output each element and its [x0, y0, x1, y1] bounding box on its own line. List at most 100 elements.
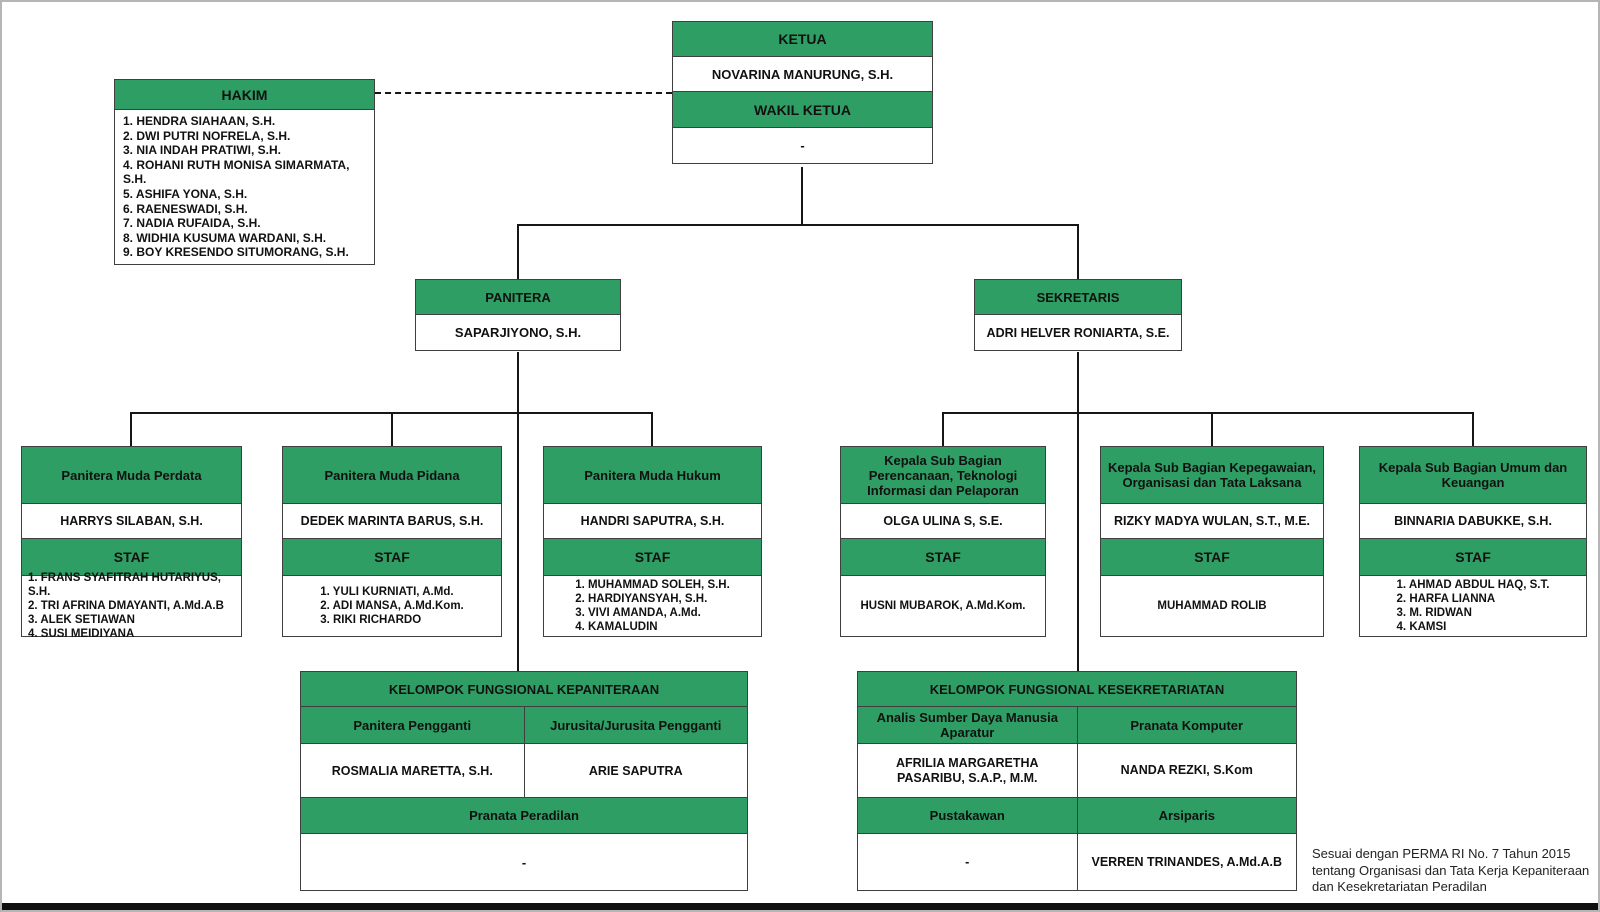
staff-list: HUSNI MUBAROK, A.Md.Kom.	[860, 599, 1025, 613]
staff-list: 1. YULI KURNIATI, A.Md. 2. ADI MANSA, A.M…	[320, 585, 464, 627]
arsiparis-title: Arsiparis	[1158, 808, 1215, 823]
staf-label: STAF	[840, 538, 1046, 576]
list-item: 2. TRI AFRINA DMAYANTI, A.Md.A.B	[28, 600, 224, 612]
staff-list: 1. FRANS SYAFITRAH HUTARIYUS, S.H. 2. TRI…	[28, 571, 235, 641]
group-name-row: ROSMALIA MARETTA, S.H. ARIE SAPUTRA	[300, 743, 748, 798]
unit-head-name: HARRYS SILABAN, S.H.	[21, 503, 242, 539]
unit-title: Panitera Muda Pidana	[282, 446, 502, 504]
unit-kepegawaian-box: Kepala Sub Bagian Kepegawaian, Organisas…	[1100, 446, 1324, 637]
list-item: 3. VIVI AMANDA, A.Md.	[575, 607, 701, 619]
connector	[942, 412, 944, 446]
list-item: HUSNI MUBAROK, A.Md.Kom.	[860, 600, 1026, 612]
col1-name: ROSMALIA MARETTA, S.H.	[301, 744, 525, 797]
pustakawan-title: Pustakawan	[858, 798, 1078, 833]
connector	[1211, 412, 1213, 446]
unit-hukum-box: Panitera Muda Hukum HANDRI SAPUTRA, S.H.…	[543, 446, 762, 637]
kepaniteraan-group-box: KELOMPOK FUNGSIONAL KEPANITERAAN Paniter…	[300, 671, 748, 891]
staf-label: STAF	[543, 538, 762, 576]
pranata-peradilan-title: Pranata Peradilan	[300, 797, 748, 834]
sekretaris-name: ADRI HELVER RONIARTA, S.E.	[974, 314, 1182, 351]
staff-list-row: 1. YULI KURNIATI, A.Md. 2. ADI MANSA, A.M…	[282, 575, 502, 637]
connector	[1077, 224, 1079, 279]
staf-label: STAF	[1100, 538, 1324, 576]
list-item: 3. ALEK SETIAWAN	[28, 614, 135, 626]
staff-list-row: 1. MUHAMMAD SOLEH, S.H. 2. HARDIYANSYAH, …	[543, 575, 762, 637]
list-item: 2. HARFA LIANNA	[1396, 593, 1496, 605]
group-title: KELOMPOK FUNGSIONAL KEPANITERAAN	[300, 671, 748, 707]
wakil-ketua-title: WAKIL KETUA	[672, 91, 933, 128]
list-item: 3. NIA INDAH PRATIWI, S.H.	[123, 143, 282, 158]
col1-title: Analis Sumber Daya Manusia Aparatur	[858, 707, 1078, 743]
unit-perdata-box: Panitera Muda Perdata HARRYS SILABAN, S.…	[21, 446, 242, 640]
connector	[517, 224, 519, 279]
list-item: 1. AHMAD ABDUL HAQ, S.T.	[1396, 579, 1550, 591]
unit-pidana-box: Panitera Muda Pidana DEDEK MARINTA BARUS…	[282, 446, 502, 637]
list-item: 4. KAMSI	[1396, 621, 1447, 633]
list-item: tentang Organisasi dan Tata Kerja Kepani…	[1312, 862, 1590, 878]
col1-name: AFRILIA MARGARETHA PASARIBU, S.A.P., M.M…	[858, 744, 1078, 797]
staff-list: MUHAMMAD ROLIB	[1157, 599, 1266, 613]
staf-label: STAF	[282, 538, 502, 576]
connector	[517, 224, 1079, 226]
unit-title: Panitera Muda Hukum	[543, 446, 762, 504]
list-item: 3. RIKI RICHARDO	[320, 614, 422, 626]
bottom-black-bar	[2, 903, 1598, 910]
connector	[651, 412, 653, 446]
connector	[801, 167, 803, 225]
list-item: 4. SUSI MEIDIYANA	[28, 628, 135, 640]
list-item: 1. FRANS SYAFITRAH HUTARIYUS, S.H.	[28, 572, 221, 598]
col2-title: Pranata Komputer	[1130, 717, 1244, 733]
list-item: 1. YULI KURNIATI, A.Md.	[320, 586, 454, 598]
unit-title: Kepala Sub Bagian Perencanaan, Teknologi…	[840, 446, 1046, 504]
staff-list-row: MUHAMMAD ROLIB	[1100, 575, 1324, 637]
group-title: KELOMPOK FUNGSIONAL KESEKRETARIATAN	[857, 671, 1297, 707]
unit-title: Kepala Sub Bagian Umum dan Keuangan	[1359, 446, 1587, 504]
staff-list-row: HUSNI MUBAROK, A.Md.Kom.	[840, 575, 1046, 637]
staf-label: STAF	[1359, 538, 1587, 576]
kesekretariatan-group-box: KELOMPOK FUNGSIONAL KESEKRETARIATAN Anal…	[857, 671, 1297, 891]
ketua-title: KETUA	[672, 21, 933, 57]
col2-name: NANDA REZKI, S.Kom	[1120, 763, 1253, 777]
col2-title: Jurusita/Jurusita Pengganti	[550, 717, 722, 733]
list-item: dan Kesekretariatan Peradilan	[1312, 879, 1487, 894]
list-item: 9. BOY KRESENDO SITUMORANG, S.H.	[123, 245, 349, 260]
list-item: 4. ROHANI RUTH MONISA SIMARMATA, S.H.	[123, 157, 350, 187]
col2-name: ARIE SAPUTRA	[588, 763, 683, 778]
group-subheader-row: Panitera Pengganti Jurusita/Jurusita Pen…	[300, 706, 748, 744]
list-item: Sesuai dengan PERMA RI No. 7 Tahun 2015	[1312, 846, 1571, 861]
pustakawan-name: -	[858, 834, 1078, 890]
group-subheader-row-2: Pustakawan Arsiparis	[857, 797, 1297, 834]
connector	[391, 412, 393, 446]
panitera-box: PANITERA SAPARJIYONO, S.H.	[415, 279, 621, 351]
list-item: 2. DWI PUTRI NOFRELA, S.H.	[123, 128, 291, 143]
hakim-member-list: 1. HENDRA SIAHAAN, S.H.2. DWI PUTRI NOFR…	[114, 109, 375, 265]
group-name-row: AFRILIA MARGARETHA PASARIBU, S.A.P., M.M…	[857, 743, 1297, 798]
unit-title: Panitera Muda Perdata	[21, 446, 242, 504]
list-item: 2. HARDIYANSYAH, S.H.	[575, 593, 708, 605]
hakim-title: HAKIM	[114, 79, 375, 110]
wakil-ketua-name: -	[672, 127, 933, 164]
sekretaris-box: SEKRETARIS ADRI HELVER RONIARTA, S.E.	[974, 279, 1182, 351]
list-item: 2. ADI MANSA, A.Md.Kom.	[320, 600, 464, 612]
sekretaris-title: SEKRETARIS	[974, 279, 1182, 315]
ketua-box: KETUA NOVARINA MANURUNG, S.H. WAKIL KETU…	[672, 21, 933, 164]
staff-list-row: 1. FRANS SYAFITRAH HUTARIYUS, S.H. 2. TRI…	[21, 572, 242, 640]
list-item: 5. ASHIFA YONA, S.H.	[123, 186, 248, 201]
ketua-name: NOVARINA MANURUNG, S.H.	[672, 56, 933, 92]
connector	[517, 352, 519, 671]
list-item: 8. WIDHIA KUSUMA WARDANI, S.H.	[123, 230, 327, 245]
col1-title: Panitera Pengganti	[301, 707, 525, 743]
list-item: 1. MUHAMMAD SOLEH, S.H.	[575, 579, 730, 591]
unit-head-name: DEDEK MARINTA BARUS, S.H.	[282, 503, 502, 539]
pranata-peradilan-name: -	[300, 833, 748, 891]
staf-label: STAF	[21, 538, 242, 576]
list-item: 1. HENDRA SIAHAAN, S.H.	[123, 114, 276, 128]
arsiparis-name: VERREN TRINANDES, A.Md.A.B	[1091, 855, 1282, 869]
staff-list: 1. MUHAMMAD SOLEH, S.H. 2. HARDIYANSYAH, …	[575, 578, 730, 634]
connector	[942, 412, 1474, 414]
list-item: MUHAMMAD ROLIB	[1157, 600, 1267, 612]
unit-head-name: BINNARIA DABUKKE, S.H.	[1359, 503, 1587, 539]
